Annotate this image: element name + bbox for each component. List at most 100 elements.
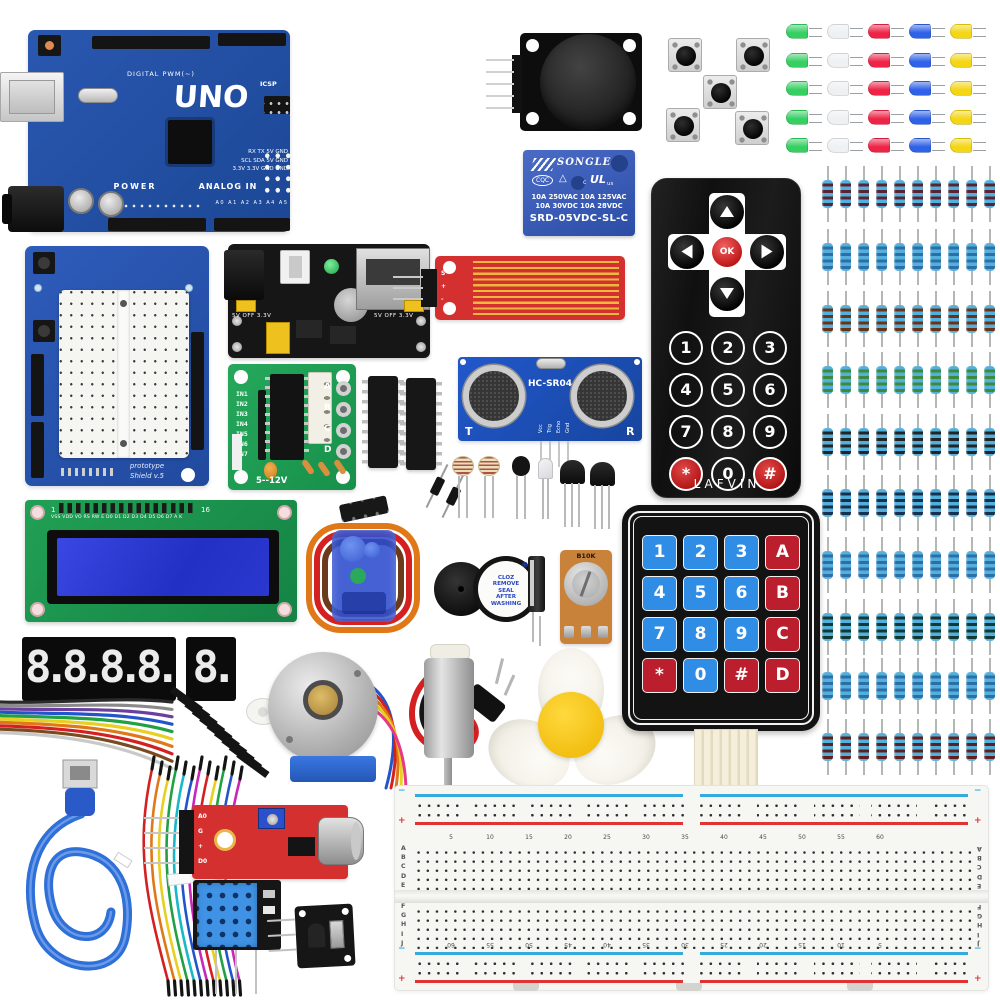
- resistor: [822, 475, 833, 531]
- ribbon-strand: [0, 698, 174, 704]
- rail-plus-sign: +: [974, 816, 982, 826]
- bb-col-number-rotated: 25: [720, 941, 728, 948]
- bb-col-number-rotated: 50: [525, 941, 533, 948]
- bb-col-number: 50: [798, 834, 806, 841]
- sensor-pin: [144, 862, 180, 864]
- resistor: [840, 414, 851, 470]
- water-sensor-traces: [473, 261, 619, 315]
- resistor: [876, 166, 887, 222]
- module-hole: [341, 907, 349, 916]
- uno-header-strip: [108, 218, 206, 231]
- uln-input-label: IN2: [236, 400, 248, 408]
- led-blue: [909, 109, 945, 125]
- uln-phase-pin: [336, 381, 351, 396]
- resistor: [912, 229, 923, 285]
- sensor-mount-hole: [443, 261, 456, 274]
- water-sensor-pin: [393, 276, 423, 278]
- keypad-key-9: 9: [724, 617, 759, 652]
- jumper-strand: [150, 772, 176, 983]
- ir-receiver-led: [538, 458, 553, 519]
- lcd1602-display: 1 16 VSS VDD VO RS RW E D0 D1 D2 D3 D4 D…: [25, 500, 297, 622]
- potentiometer-knob: [564, 562, 608, 606]
- jumper-tip: [179, 979, 184, 997]
- power-module-dc-jack: [224, 250, 264, 300]
- stepper-connector-housing: [290, 756, 376, 782]
- water-sensor-pin: [393, 298, 423, 300]
- lcd-pin-header: [59, 503, 195, 513]
- jumper-tip: [172, 979, 178, 997]
- microphone-icon: [318, 817, 364, 865]
- resistor: [930, 414, 941, 470]
- remote-key-4: 4: [669, 373, 703, 407]
- joystick-pin: [486, 83, 514, 85]
- bb-col-number-rotated: 15: [798, 941, 806, 948]
- uno-digital-label: DIGITAL PWM(~): [127, 70, 195, 78]
- uno-board-name: UNO: [172, 80, 250, 115]
- dht11-pin: [235, 950, 237, 994]
- one-digit-display: 8.: [186, 637, 237, 701]
- photoresistor: [452, 456, 474, 518]
- dc-motor-shaft: [444, 758, 452, 792]
- resistor: [912, 537, 923, 593]
- uln-input-label: IN4: [236, 420, 248, 428]
- resistor: [840, 166, 851, 222]
- resistor: [858, 291, 869, 347]
- transistor: [590, 462, 615, 529]
- module-hole: [298, 909, 306, 918]
- resistor: [984, 719, 995, 775]
- water-pin-label: -: [441, 296, 444, 303]
- uno-dc-power-jack: [2, 186, 64, 232]
- bb-row-letter-rotated: F: [977, 903, 982, 910]
- uno-usb-connector: [0, 72, 64, 122]
- uno-header-strip: [218, 33, 286, 46]
- breadboard-grid-top: [411, 845, 972, 890]
- jumper-tip: [158, 760, 164, 776]
- dip-ic-chip: [400, 378, 442, 470]
- buzzer-sticker-line: AFTER: [495, 594, 517, 601]
- resistor: [966, 475, 977, 531]
- sensor-pin: [144, 847, 180, 849]
- board-mount-hole: [234, 470, 248, 484]
- servo-motor: [332, 530, 396, 622]
- rail-holes: [415, 801, 968, 819]
- resistor: [984, 537, 995, 593]
- remote-key-9: 9: [753, 415, 787, 449]
- led-green: [786, 24, 822, 39]
- resistor: [876, 291, 887, 347]
- led-green: [786, 81, 822, 97]
- jumper-strand: [157, 777, 183, 983]
- push-button: [736, 38, 770, 72]
- relay-cqc-mark: CQC: [532, 175, 554, 186]
- fan-hub: [538, 692, 604, 758]
- keypad-key-8: 8: [683, 617, 718, 652]
- led-blue: [909, 24, 945, 39]
- power-module-component: [330, 326, 356, 344]
- bb-col-number-rotated: 45: [564, 941, 572, 948]
- led-red: [868, 52, 904, 68]
- joystick-pin: [486, 71, 514, 73]
- board-hole: [634, 359, 640, 365]
- led-blue: [909, 52, 945, 68]
- resistor: [840, 352, 851, 408]
- shield-pin-row: [61, 468, 117, 476]
- uno-microcontroller-chip: [168, 120, 212, 164]
- ultrasonic-pin-label: Gnd: [565, 422, 571, 433]
- bb-col-number: 25: [603, 834, 611, 841]
- resistor: [858, 229, 869, 285]
- bb-col-number-rotated: 10: [837, 941, 845, 948]
- resistor: [876, 658, 887, 714]
- ultrasonic-pin: [540, 441, 542, 467]
- resistor: [984, 599, 995, 655]
- resistor: [948, 537, 959, 593]
- lcd-screen: [57, 538, 269, 596]
- module-transistor: [307, 923, 326, 948]
- board-mount-hole: [234, 370, 248, 384]
- power-module-pad: [232, 316, 242, 326]
- resistor: [894, 352, 905, 408]
- board-mount-hole: [336, 370, 350, 384]
- rail-minus-sign: −: [974, 786, 982, 796]
